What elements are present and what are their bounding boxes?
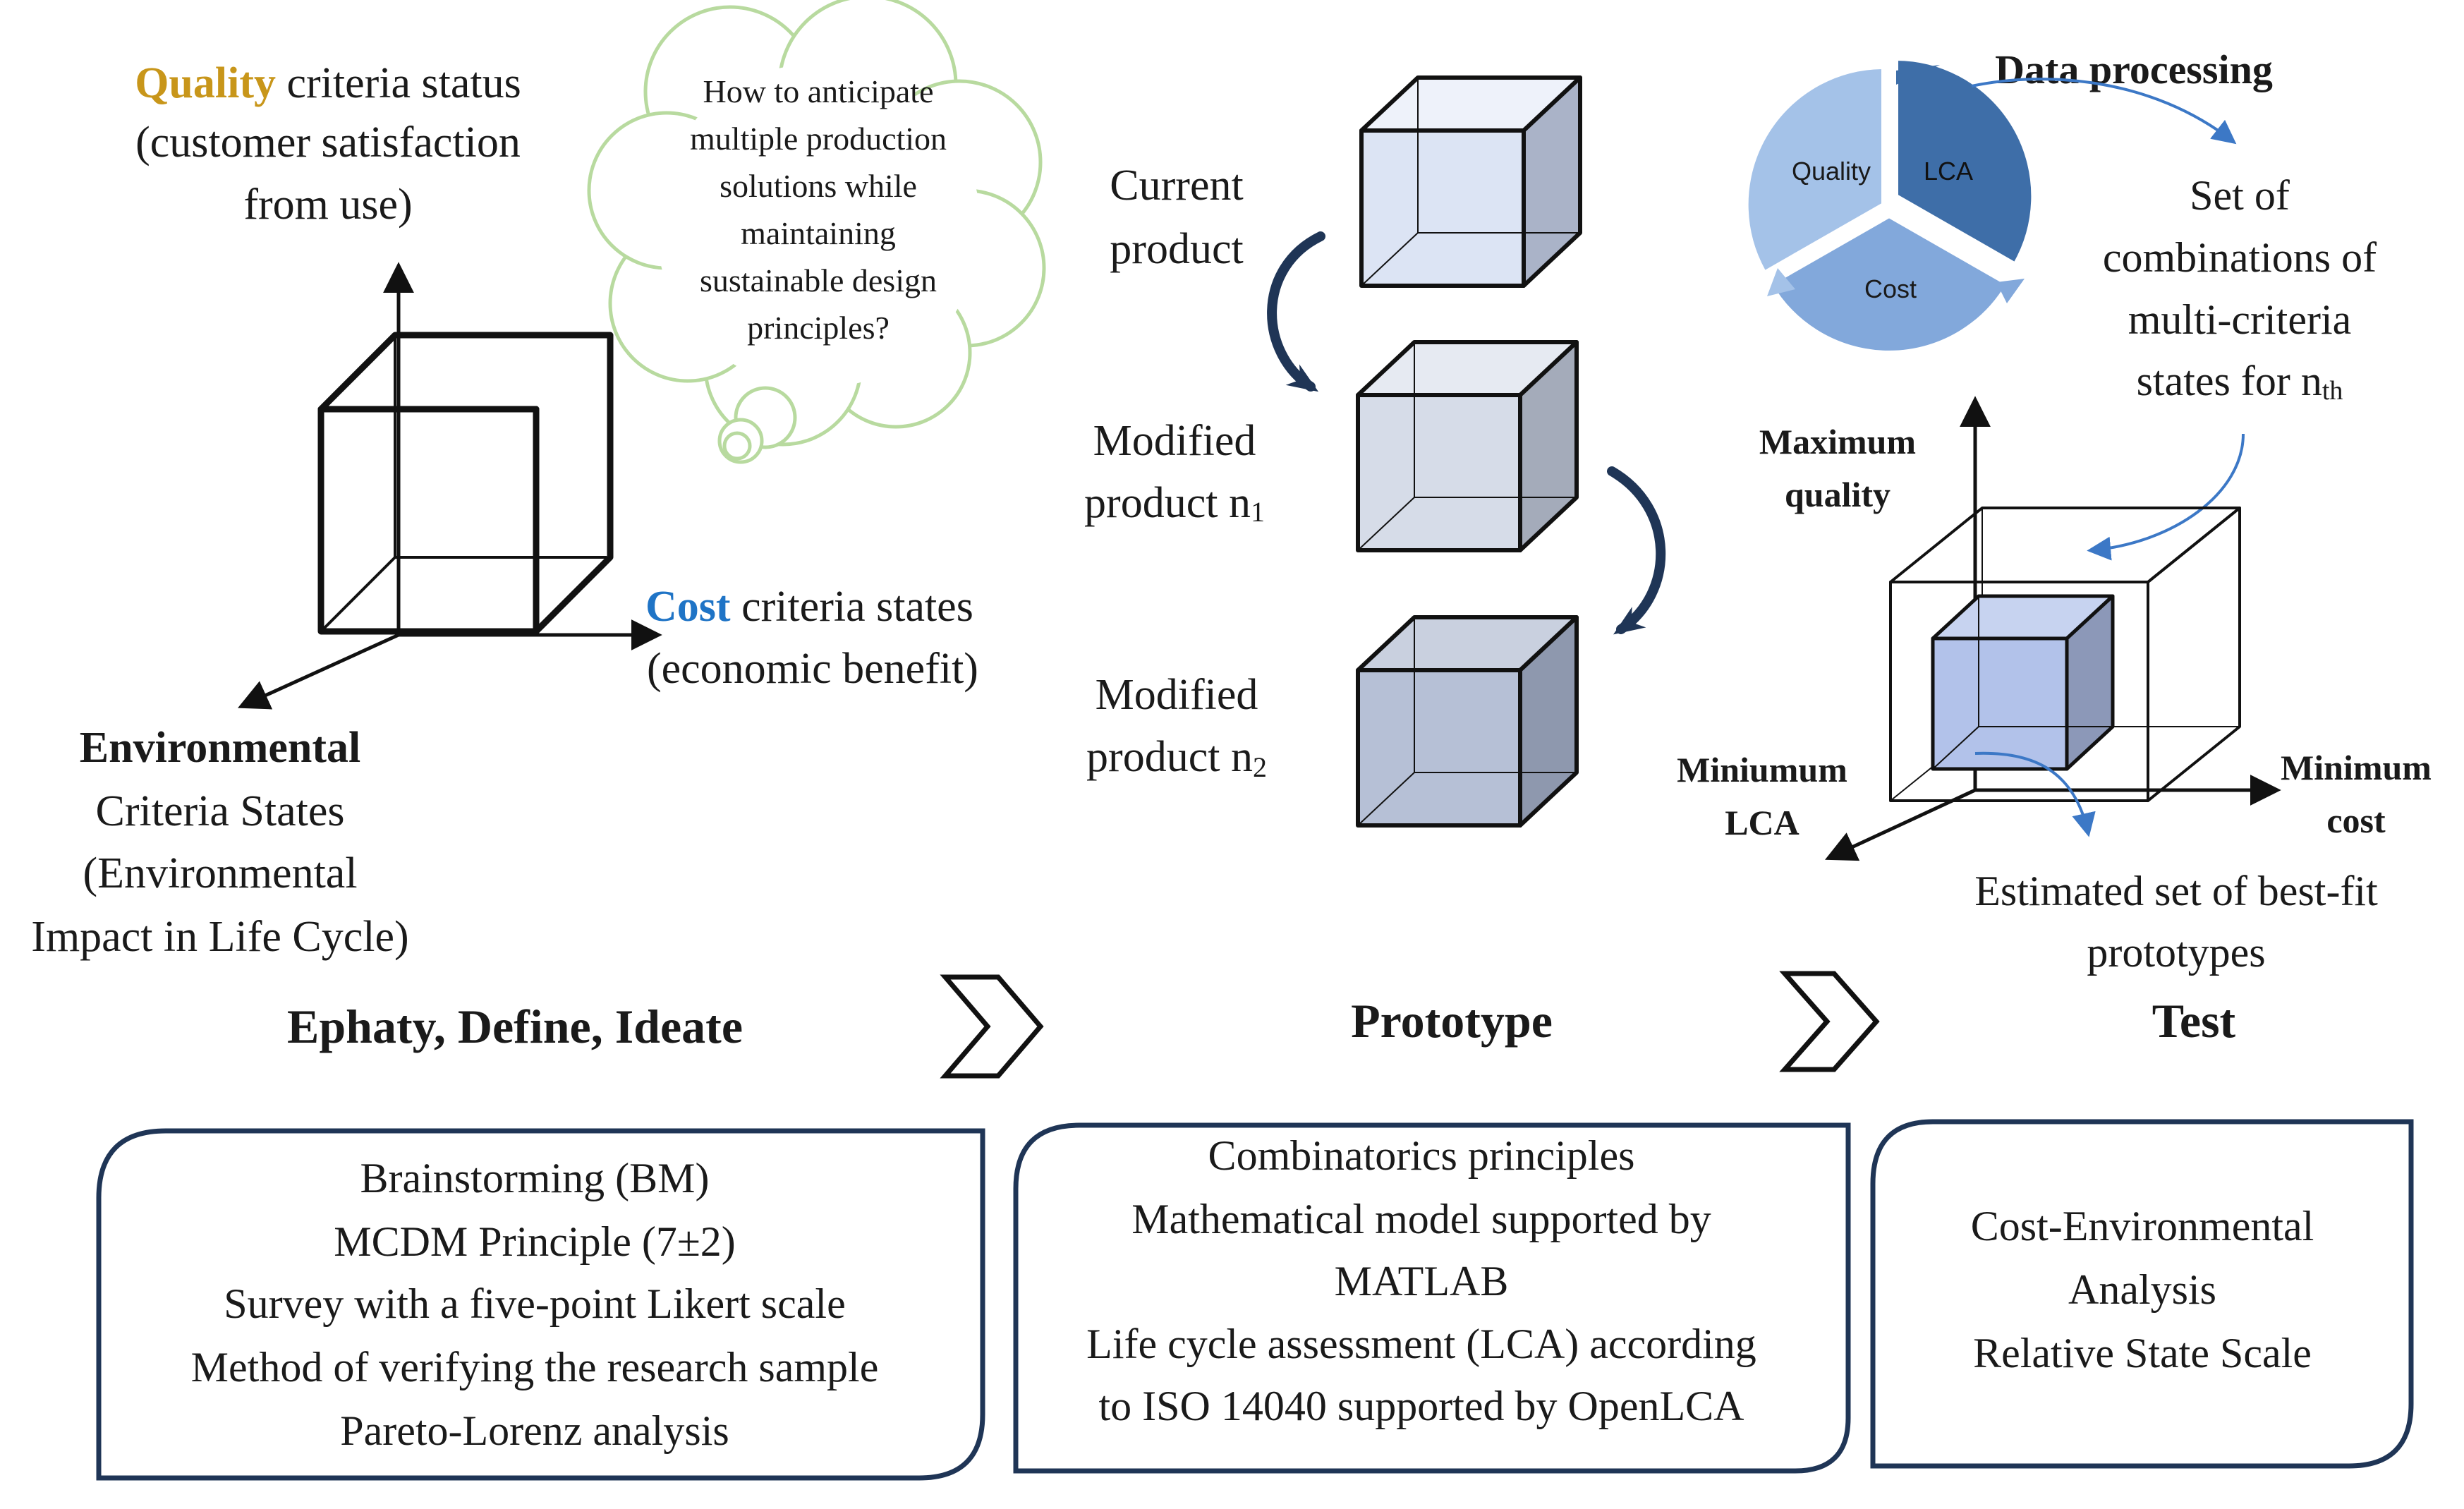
quality-line3: from use) xyxy=(243,181,412,229)
n1-sub: 1 xyxy=(1251,496,1265,528)
cost-rest: criteria states xyxy=(731,583,973,631)
set-sub: th xyxy=(2322,376,2343,406)
box2-line4: Life cycle assessment (LCA) according xyxy=(1086,1321,1756,1367)
test-section: Quality LCA Cost Data processing Set of … xyxy=(1677,47,2432,976)
set-to-cube-arrow xyxy=(2087,433,2245,561)
modified-product-n1-cube xyxy=(1356,340,1579,552)
thought-line-5: sustainable design xyxy=(700,262,937,298)
best-fit-cube xyxy=(1931,594,2115,771)
box3-line3: Relative State Scale xyxy=(1973,1330,2312,1376)
n1-line1: Modified xyxy=(1093,417,1256,465)
max-quality-line1: Maximum xyxy=(1759,422,1916,461)
prototype-section: Current product Modified product n1 Modi… xyxy=(1084,75,1666,828)
min-cost-line1: Minimum xyxy=(2281,748,2432,787)
set-line4: states for n xyxy=(2137,358,2322,404)
pie-label-cost: Cost xyxy=(1864,274,1917,303)
criteria-pie: Quality LCA Cost xyxy=(1744,56,2036,355)
min-lca-line2: LCA xyxy=(1725,803,1800,842)
env-line2: Criteria States xyxy=(96,787,345,835)
stage-prototype-heading: Prototype xyxy=(1351,994,1553,1048)
current-product-cube xyxy=(1359,75,1582,288)
min-lca-line1: Miniumum xyxy=(1677,750,1847,789)
cost-line2: (economic benefit) xyxy=(647,645,978,693)
cost-word: Cost xyxy=(645,583,731,631)
box1-line4: Method of verifying the research sample xyxy=(191,1344,879,1390)
n2-line2-label: product n2 xyxy=(1086,733,1267,783)
stage-ideate-heading: Ephaty, Define, Ideate xyxy=(287,1000,743,1053)
environmental-word: Environmental xyxy=(80,724,360,772)
box1-line3: Survey with a five-point Likert scale xyxy=(224,1280,845,1327)
pie-lca xyxy=(1894,56,2036,267)
quality-line2: (customer satisfaction xyxy=(135,119,521,166)
chevron-right-icon xyxy=(940,974,1044,1079)
environmental-axis xyxy=(237,633,400,710)
box1-line5: Pareto-Lorenz analysis xyxy=(340,1407,729,1454)
box1-line1: Brainstorming (BM) xyxy=(360,1155,710,1201)
best-fit-arrow xyxy=(1974,751,2096,837)
thought-line-1: How to anticipate xyxy=(703,73,933,109)
curved-arrow-current-to-n1 xyxy=(1267,231,1325,392)
thought-text: How to anticipate multiple production so… xyxy=(690,73,947,346)
estimated-line2: prototypes xyxy=(2087,929,2265,976)
pie-label-lca: LCA xyxy=(1924,157,1973,186)
pie-cost xyxy=(1767,213,2011,355)
box2-line3: MATLAB xyxy=(1335,1258,1509,1304)
stage-headings: Ephaty, Define, Ideate Prototype Test xyxy=(287,971,2236,1079)
env-line3: (Environmental xyxy=(83,849,357,897)
pie-label-quality: Quality xyxy=(1792,157,1871,186)
quality-criteria-label: Quality criteria status xyxy=(135,59,521,107)
max-quality-line2: quality xyxy=(1785,475,1891,514)
box2-line2: Mathematical model supported by xyxy=(1131,1196,1711,1242)
current-line2: product xyxy=(1110,225,1243,273)
thought-line-2: multiple production xyxy=(690,121,947,157)
curved-arrow-n1-to-n2 xyxy=(1607,466,1666,635)
box2-line1: Combinatorics principles xyxy=(1208,1132,1635,1179)
box3-line2: Analysis xyxy=(2068,1266,2216,1313)
box3-line1: Cost-Environmental xyxy=(1971,1203,2314,1249)
thought-cloud xyxy=(587,0,1046,464)
criteria-cube xyxy=(317,332,614,635)
chevron-right-icon-2 xyxy=(1779,971,1880,1072)
set-line4-label: states for nth xyxy=(2137,358,2343,406)
pie-quality xyxy=(1744,64,1886,276)
stage-test-heading: Test xyxy=(2152,994,2236,1048)
modified-product-n2-cube xyxy=(1356,615,1579,828)
env-line4: Impact in Life Cycle) xyxy=(31,913,408,961)
box2-line5: to ISO 14040 supported by OpenLCA xyxy=(1099,1383,1744,1429)
min-cost-line2: cost xyxy=(2326,801,2386,840)
ideate-section: Quality criteria status (customer satisf… xyxy=(31,0,1046,961)
data-processing-arrow xyxy=(1971,78,2237,145)
thought-line-4: maintaining xyxy=(741,215,896,251)
quality-word: Quality xyxy=(135,59,276,107)
n1-line2-label: product n1 xyxy=(1084,479,1265,528)
n2-line2: product n xyxy=(1086,733,1253,781)
n2-sub: 2 xyxy=(1253,751,1267,783)
quality-rest: criteria status xyxy=(276,59,521,107)
methods-box-1 xyxy=(96,1128,985,1481)
cost-criteria-label: Cost criteria states xyxy=(645,583,973,631)
box1-line2: MCDM Principle (7±2) xyxy=(334,1218,736,1265)
estimated-line1: Estimated set of best-fit xyxy=(1974,868,2378,914)
set-line1: Set of xyxy=(2190,172,2290,219)
thought-line-6: principles? xyxy=(747,310,890,346)
method-boxes: Brainstorming (BM) MCDM Principle (7±2) … xyxy=(96,1119,2414,1481)
methods-box-2 xyxy=(1013,1122,1851,1474)
current-line1: Current xyxy=(1110,162,1243,210)
data-processing-label: Data processing xyxy=(1995,47,2273,92)
methods-box-3 xyxy=(1870,1119,2414,1469)
n1-line2: product n xyxy=(1084,479,1251,527)
set-line2: combinations of xyxy=(2103,234,2377,281)
n2-line1: Modified xyxy=(1096,671,1258,719)
thought-line-3: solutions while xyxy=(720,168,917,204)
set-line3: multi-criteria xyxy=(2128,296,2352,343)
